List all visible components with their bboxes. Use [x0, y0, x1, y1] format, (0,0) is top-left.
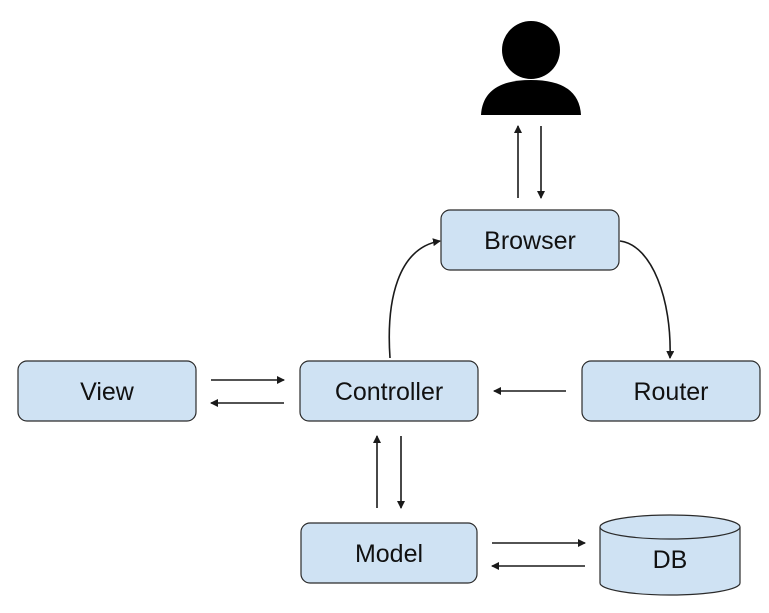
arrow-browser-to-router [619, 240, 675, 359]
user-browser-arrows [514, 125, 545, 199]
arrow-controller-to-browser [388, 238, 441, 359]
model-node: Model [300, 522, 478, 584]
view-node: View [17, 360, 197, 422]
db-node: DB [599, 514, 741, 596]
router-label: Router [633, 378, 708, 406]
browser-label: Browser [484, 227, 576, 255]
controller-model-arrows [373, 435, 405, 509]
browser-node: Browser [440, 209, 620, 271]
model-label: Model [355, 540, 423, 568]
controller-node: Controller [299, 360, 479, 422]
view-label: View [80, 378, 135, 406]
person-icon [481, 21, 581, 115]
view-controller-arrows [210, 376, 285, 407]
db-label: DB [653, 546, 688, 574]
router-node: Router [581, 360, 761, 422]
controller-label: Controller [335, 378, 443, 406]
model-db-arrows [491, 539, 586, 570]
